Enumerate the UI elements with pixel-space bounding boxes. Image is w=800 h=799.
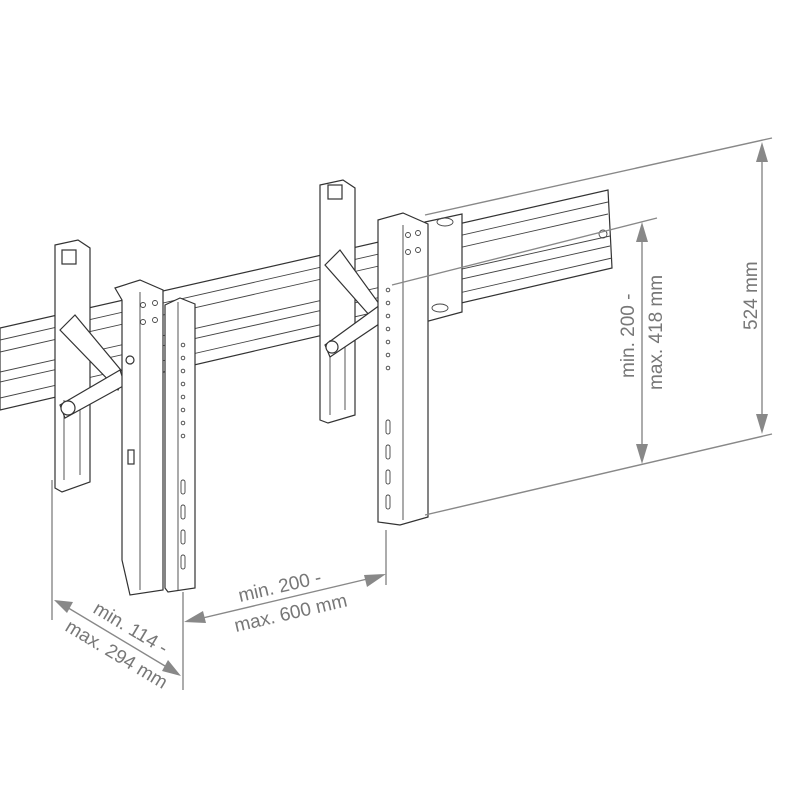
label-vesa-height-2: max. 418 mm (646, 275, 667, 390)
dimension-vesa-height (391, 217, 658, 464)
right-bracket-assembly (319, 179, 429, 526)
label-height-total: 524 mm (741, 261, 762, 330)
dimension-524 (424, 137, 773, 516)
mount-plate-holes (385, 287, 391, 510)
dimension-vesa-width (182, 530, 387, 690)
label-vesa-height-1: min. 200 - (618, 294, 639, 378)
left-bracket-assembly (54, 239, 196, 596)
mount-plate-holes (180, 342, 186, 570)
dimension-depth (51, 480, 181, 676)
wall-rail (0, 189, 613, 411)
